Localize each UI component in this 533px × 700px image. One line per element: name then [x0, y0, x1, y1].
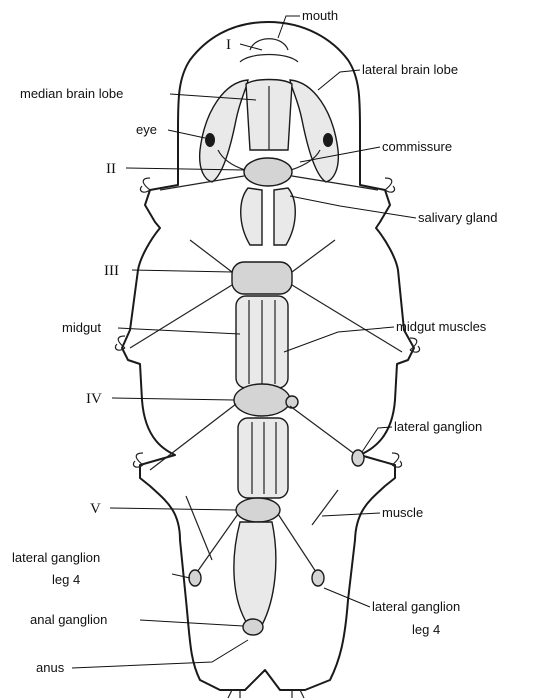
nerve-III-right	[292, 285, 402, 352]
leader-I	[240, 44, 262, 50]
label-midgut: midgut	[62, 320, 101, 335]
label-muscle: muscle	[382, 505, 423, 520]
label-lateral-ganglion: lateral ganglion	[394, 419, 482, 434]
numeral-III: III	[104, 263, 119, 279]
ganglion-IV-right-node	[286, 396, 298, 408]
hindgut	[234, 522, 276, 625]
nerve-IV-left	[150, 404, 236, 470]
claw-right-1	[385, 178, 395, 192]
leader-eye	[168, 130, 205, 138]
ganglion-V	[236, 498, 280, 522]
ganglion-II	[244, 158, 292, 186]
nerve-III-left	[130, 285, 232, 348]
leader-midgut-muscles	[284, 327, 394, 352]
ganglion-III	[232, 262, 292, 294]
numeral-V: V	[90, 501, 101, 517]
lateral-ganglion-leg4-right-node	[312, 570, 324, 586]
leader-II	[126, 168, 244, 170]
lateral-ganglion-leg4-left-node	[189, 570, 201, 586]
label-lateral-brain-lobe: lateral brain lobe	[362, 62, 458, 77]
claw-bottom-right	[292, 690, 304, 698]
label-midgut-muscles: midgut muscles	[396, 319, 487, 334]
label-mouth: mouth	[302, 8, 338, 23]
right-lateral-brain-lobe	[290, 80, 338, 182]
label-anus: anus	[36, 660, 65, 675]
anal-ganglion-body	[243, 619, 263, 635]
label-commissure: commissure	[382, 139, 452, 154]
ganglion-IV	[234, 384, 290, 416]
leader-lateral-ganglion-leg4-left	[172, 574, 190, 578]
left-eye	[205, 133, 215, 147]
numeral-IV: IV	[86, 391, 102, 407]
leader-midgut	[118, 328, 240, 334]
numeral-I: I	[226, 37, 231, 53]
label-lateral-ganglion-leg4-left-1: lateral ganglion	[12, 550, 100, 565]
nerve-II-left	[160, 176, 244, 190]
left-lateral-brain-lobe	[200, 80, 248, 182]
numeral-II: II	[106, 161, 116, 177]
nerve-III-left-up	[190, 240, 232, 272]
label-lateral-ganglion-leg4-left-2: leg 4	[52, 572, 80, 587]
mouth-inner	[240, 55, 298, 63]
posterior-midgut-tube	[238, 418, 288, 498]
nerve-V-right	[278, 514, 318, 575]
lateral-ganglion-right	[352, 450, 364, 466]
nerve-V-left	[195, 514, 238, 575]
claw-bottom-left	[228, 690, 240, 698]
nerve-II-right	[292, 176, 378, 190]
leader-salivary-gland	[290, 196, 416, 218]
claw-left-1	[140, 178, 150, 192]
muscle-left-diagonal	[186, 496, 212, 560]
leader-anal-ganglion	[140, 620, 243, 626]
label-anal-ganglion: anal ganglion	[30, 612, 107, 627]
leader-muscle	[322, 513, 380, 516]
label-salivary-gland: salivary gland	[418, 210, 498, 225]
label-median-brain-lobe: median brain lobe	[20, 86, 123, 101]
label-lateral-ganglion-leg4-right-1: lateral ganglion	[372, 599, 460, 614]
leader-mouth	[278, 16, 300, 38]
nerve-IV-right	[290, 406, 360, 458]
leader-III	[132, 270, 232, 272]
label-eye: eye	[136, 122, 157, 137]
label-lateral-ganglion-leg4-right-2: leg 4	[412, 622, 440, 637]
leader-IV	[112, 398, 234, 400]
nerve-III-right-up	[292, 240, 335, 272]
muscle-right-diagonal	[312, 490, 338, 525]
right-eye	[323, 133, 333, 147]
salivary-gland-left	[241, 188, 262, 245]
leader-anus	[72, 640, 248, 668]
